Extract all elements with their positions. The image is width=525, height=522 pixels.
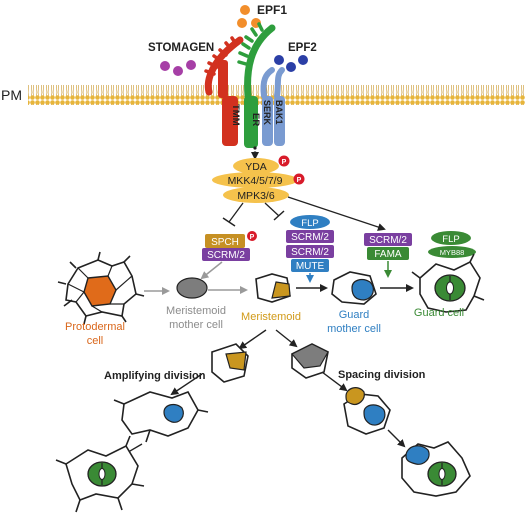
epf2-label: EPF2 — [288, 42, 317, 54]
flp-myb88-complex: FLP MYB88 — [428, 231, 476, 258]
stomagen-peptide — [160, 61, 170, 71]
signal-dots — [251, 146, 259, 160]
arrow-spacing-down-2 — [387, 429, 406, 448]
fama-complex: SCRM/2 FAMA — [364, 233, 412, 278]
scrm-label: SCRM/2 — [369, 235, 407, 246]
spch-label: SPCH — [211, 237, 239, 248]
epf1-label: EPF1 — [257, 3, 287, 17]
mkk-kinase — [212, 172, 298, 188]
arrow-spacing-down — [321, 371, 348, 392]
amplifying-division-label: Amplifying division — [104, 370, 206, 382]
flp-label: FLP — [301, 218, 318, 229]
kinase-cascade: YDA P MKK4/5/7/9 P MPK3/6 — [212, 155, 305, 203]
gmc-label-line2: mother cell — [327, 323, 381, 335]
tmm-label: TMM — [230, 104, 241, 126]
er-receptor: ER — [237, 22, 276, 148]
spch-box — [205, 234, 245, 248]
spacing-cell-2 — [343, 387, 391, 435]
epf1-ligand-group: EPF1 — [237, 3, 287, 28]
spch-complex: SPCH P SCRM/2 — [202, 231, 257, 261]
yda-phospho-marker — [278, 155, 290, 167]
tmm-receptor: TMM — [204, 36, 244, 146]
serk-label: SERK — [262, 100, 272, 126]
epf2-ligand-group: EPF2 — [274, 42, 317, 72]
spacing-cell-3 — [401, 441, 471, 497]
flp-ellipse — [431, 231, 471, 245]
epf1-peptide — [240, 5, 250, 15]
arrow-to-amplifying — [238, 329, 267, 350]
scrm-label: SCRM/2 — [207, 250, 245, 261]
scrm-box — [364, 233, 412, 246]
scrm-label: SCRM/2 — [291, 247, 329, 258]
yda-label: YDA — [245, 161, 267, 173]
cascade-output-lines — [222, 196, 386, 231]
er-label: ER — [250, 113, 261, 126]
bak1-serk-receptor: BAK1 SERK — [260, 67, 285, 146]
flp-label: FLP — [442, 234, 459, 245]
meristemoid-cell — [255, 273, 291, 303]
spch-phospho-label: P — [250, 234, 255, 241]
spacing-cell-1 — [291, 343, 329, 379]
mpk-kinase — [223, 187, 289, 203]
stomagen-peptide — [186, 60, 196, 70]
yda-kinase — [233, 158, 279, 174]
epf2-peptide — [286, 62, 296, 72]
guard-mother-cell — [331, 271, 377, 305]
spacing-division-label: Spacing division — [338, 369, 426, 381]
scrm-label: SCRM/2 — [291, 232, 329, 243]
fama-box — [367, 247, 409, 260]
mute-complex: FLP SCRM/2 SCRM/2 MUTE — [286, 215, 334, 283]
mute-box — [291, 259, 329, 272]
meristemoid-mother-cell — [176, 277, 208, 299]
scrm-box — [286, 230, 334, 243]
amplifying-cell-1 — [211, 343, 249, 383]
stomagen-label: STOMAGEN — [148, 42, 214, 54]
protodermal-label-line2: cell — [87, 335, 104, 347]
fama-label: FAMA — [374, 249, 402, 260]
mmc-label-line2: mother cell — [169, 319, 223, 331]
epf1-peptide — [237, 18, 247, 28]
arrow-amplifying-down — [170, 373, 203, 396]
gmc-label-line1: Guard — [339, 309, 370, 321]
mute-label: MUTE — [296, 261, 325, 272]
myb88-ellipse — [428, 246, 476, 258]
amplifying-cell-2 — [113, 391, 209, 443]
stomagen-ligand-group: STOMAGEN — [148, 42, 214, 76]
protodermal-cell — [57, 251, 145, 325]
arrow-to-spacing — [275, 329, 298, 348]
flp-ellipse — [290, 215, 330, 229]
mmc-label-line1: Meristemoid — [166, 305, 226, 317]
mkk-phospho-marker — [293, 173, 305, 185]
spch-phospho-marker — [247, 231, 257, 241]
meristemoid-label: Meristemoid — [241, 311, 301, 323]
protodermal-label-line1: Protodermal — [65, 321, 125, 333]
guard-cell-label: Guard cell — [414, 307, 464, 319]
yda-phospho-label: P — [282, 159, 287, 166]
guard-cell — [411, 253, 485, 313]
mkk-phospho-label: P — [297, 177, 302, 184]
myb88-label: MYB88 — [440, 248, 465, 257]
bak1-label: BAK1 — [274, 100, 284, 125]
scrm-box — [202, 248, 250, 261]
scrm-box — [286, 245, 334, 258]
mkk-label: MKK4/5/7/9 — [228, 175, 283, 187]
mpk-label: MPK3/6 — [237, 190, 275, 202]
arrow-spch-to-mmc — [200, 261, 223, 280]
stomagen-peptide — [173, 66, 183, 76]
epf2-peptide — [274, 55, 284, 65]
amplifying-cell-3 — [55, 435, 145, 513]
epf2-peptide — [298, 55, 308, 65]
membrane-label: PM — [1, 87, 22, 103]
